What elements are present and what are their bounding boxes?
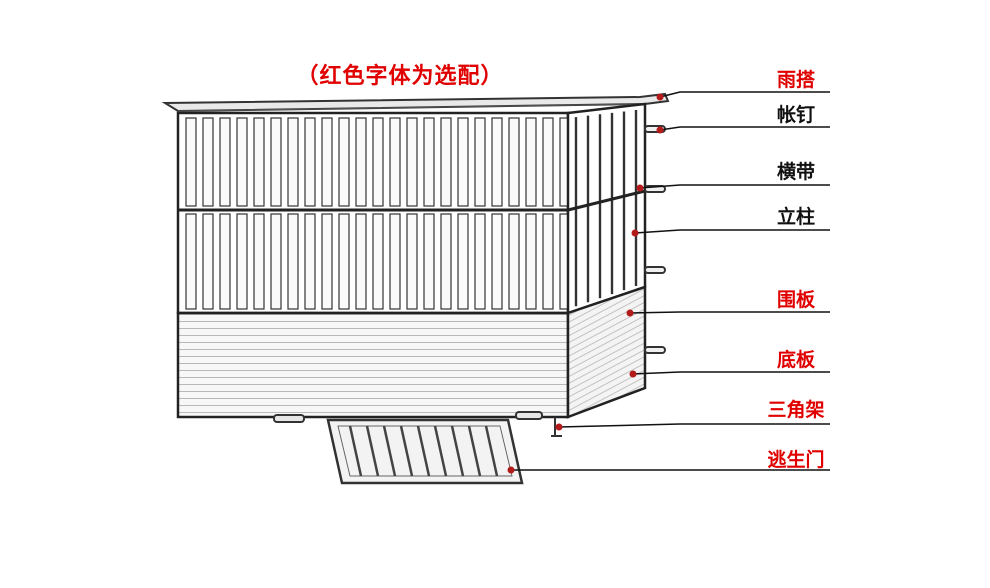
front-bar	[236, 213, 248, 310]
door-bar	[365, 425, 380, 477]
front-bar	[542, 117, 554, 207]
leader-marker	[629, 370, 637, 378]
front-bar	[389, 117, 401, 207]
front-bar	[491, 213, 503, 310]
front-bar	[321, 213, 333, 310]
front-bar	[304, 117, 316, 207]
front-bar	[423, 117, 435, 207]
side-crossband	[567, 189, 646, 212]
leader-marker	[507, 466, 515, 474]
front-bar	[355, 213, 367, 310]
optional-note: （红色字体为选配）	[296, 64, 504, 89]
front-bar	[338, 213, 350, 310]
leader-line	[634, 229, 830, 234]
leader-marker	[555, 423, 563, 431]
front-bar	[542, 213, 554, 310]
front-bar	[219, 213, 231, 310]
label-surround-panel: 围板	[776, 289, 815, 311]
front-bar	[287, 213, 299, 310]
label-tent-peg: 帐钉	[776, 104, 815, 126]
front-bar	[406, 117, 418, 207]
front-bar	[321, 117, 333, 207]
front-bar	[202, 213, 214, 310]
front-base-panel	[176, 311, 570, 419]
front-bar	[185, 213, 197, 310]
side-base-panel	[566, 285, 647, 419]
front-bar	[287, 117, 299, 207]
front-bar	[457, 213, 469, 310]
front-bar	[525, 117, 537, 207]
front-bar	[253, 213, 265, 310]
leader-marker	[626, 309, 634, 317]
door-bar	[450, 425, 465, 477]
front-bar	[372, 117, 384, 207]
door-bar	[484, 425, 499, 477]
rain-cover-roof	[161, 92, 670, 113]
label-escape-door: 逃生门	[767, 449, 825, 471]
front-bar	[474, 213, 486, 310]
label-rain-cover: 雨搭	[776, 69, 815, 91]
tent-pegs	[644, 125, 666, 354]
front-bar	[508, 213, 520, 310]
front-bar	[474, 117, 486, 207]
door-bar	[433, 425, 448, 477]
front-bar	[491, 117, 503, 207]
front-bar	[185, 117, 197, 207]
front-bar	[219, 117, 231, 207]
door-bar	[348, 425, 363, 477]
leader-line	[659, 91, 830, 98]
front-bar	[508, 117, 520, 207]
front-bars	[185, 117, 571, 310]
front-bar	[372, 213, 384, 310]
door-bar	[416, 425, 431, 477]
front-bar	[525, 213, 537, 310]
leader-line	[659, 126, 830, 131]
front-bar	[338, 117, 350, 207]
label-crossband: 横带	[776, 161, 815, 183]
front-bar	[389, 213, 401, 310]
escape-door	[326, 418, 524, 485]
leader-line	[558, 423, 830, 428]
leader-marker	[631, 229, 639, 237]
leader-lines	[507, 91, 830, 474]
front-bar	[270, 213, 282, 310]
label-base-panel: 底板	[776, 349, 815, 371]
front-bar	[423, 213, 435, 310]
leader-marker	[656, 126, 664, 134]
front-bar	[270, 117, 282, 207]
front-bar	[304, 213, 316, 310]
door-bar	[467, 425, 482, 477]
front-bar	[253, 117, 265, 207]
label-tripod: 三角架	[767, 399, 825, 421]
door-bar	[382, 425, 397, 477]
front-bar	[355, 117, 367, 207]
door-bar	[399, 425, 414, 477]
front-bar	[236, 117, 248, 207]
front-bar	[440, 117, 452, 207]
label-post: 立柱	[776, 206, 815, 228]
leader-marker	[636, 184, 644, 192]
front-bar	[202, 117, 214, 207]
leader-line	[632, 371, 830, 375]
front-bar	[440, 213, 452, 310]
front-bar	[406, 213, 418, 310]
front-bar	[457, 117, 469, 207]
leader-line	[629, 311, 830, 314]
leader-marker	[656, 93, 664, 101]
tripod-feet	[273, 411, 562, 437]
side-bars	[574, 110, 638, 307]
leader-line	[639, 184, 830, 189]
